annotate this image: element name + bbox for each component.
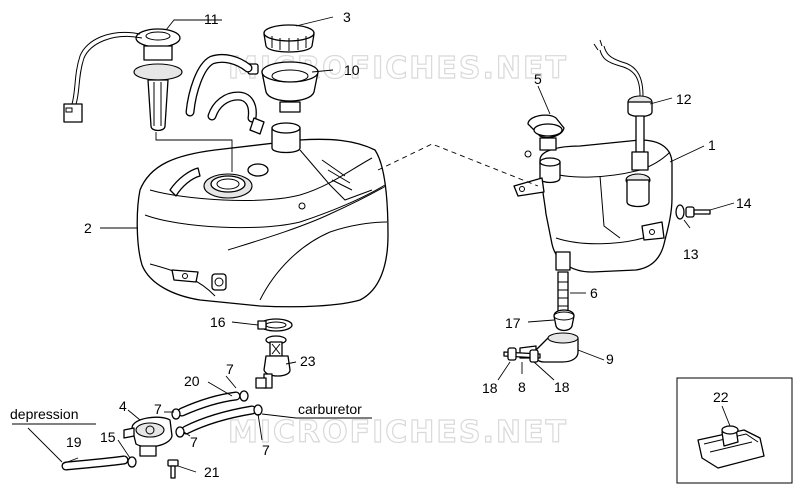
- callout-9: 9: [606, 351, 614, 367]
- inset-box: [676, 377, 793, 484]
- callout-16: 16: [210, 314, 226, 330]
- callout-23: 23: [300, 353, 316, 369]
- bolt-and-washer: [675, 204, 711, 220]
- callout-2: 2: [84, 220, 92, 236]
- callout-6: 6: [590, 285, 598, 301]
- elbow-fitting: [519, 332, 579, 363]
- callout-14: 14: [736, 195, 752, 211]
- callout-22: 22: [713, 389, 729, 405]
- callout-17: 17: [505, 315, 521, 331]
- callout-7b: 7: [154, 401, 162, 417]
- fuel-level-sender: [63, 28, 183, 132]
- callout-4: 4: [119, 398, 127, 414]
- screw-and-nuts: [503, 347, 541, 363]
- callout-15: 15: [100, 429, 116, 445]
- reservoir-cap: [524, 114, 565, 158]
- watermark-bottom: MICROFICHES.NET: [228, 415, 568, 450]
- callout-1: 1: [708, 137, 716, 153]
- callout-11: 11: [204, 11, 219, 27]
- fuel-tap: [255, 335, 291, 389]
- callout-10: 10: [344, 62, 360, 78]
- level-sensor: [593, 39, 653, 171]
- callout-8: 8: [518, 379, 526, 395]
- callout-labels: 1 2 3 4 5 6 7 7 7 7 8 9 10 11 12 13 14 1…: [66, 9, 752, 480]
- breather-hoses: [185, 53, 265, 135]
- callout-5: 5: [534, 71, 542, 87]
- callout-13: 13: [683, 246, 699, 262]
- screw-21: [167, 459, 179, 479]
- callout-18a: 18: [482, 380, 498, 396]
- callout-19: 19: [66, 434, 82, 450]
- callout-12: 12: [676, 91, 692, 107]
- outlet-fitting: [553, 271, 575, 332]
- callout-7c: 7: [190, 434, 198, 450]
- callout-7a: 7: [226, 361, 234, 377]
- vacuum-hose: [61, 455, 137, 471]
- callout-7d: 7: [262, 442, 270, 458]
- fuel-cap: [263, 24, 315, 53]
- annotation-carburetor: carburetor: [298, 401, 362, 417]
- vacuum-fuel-pump: [123, 416, 173, 457]
- annotation-depression: depression: [10, 406, 79, 422]
- oil-reservoir: [513, 139, 673, 273]
- fuel-tank: [136, 138, 389, 308]
- callout-21: 21: [204, 464, 220, 480]
- hose-clamp: [257, 318, 293, 332]
- callout-20: 20: [184, 373, 200, 389]
- callout-18b: 18: [554, 379, 570, 395]
- leader-lines: [12, 16, 735, 473]
- callout-3: 3: [343, 9, 351, 25]
